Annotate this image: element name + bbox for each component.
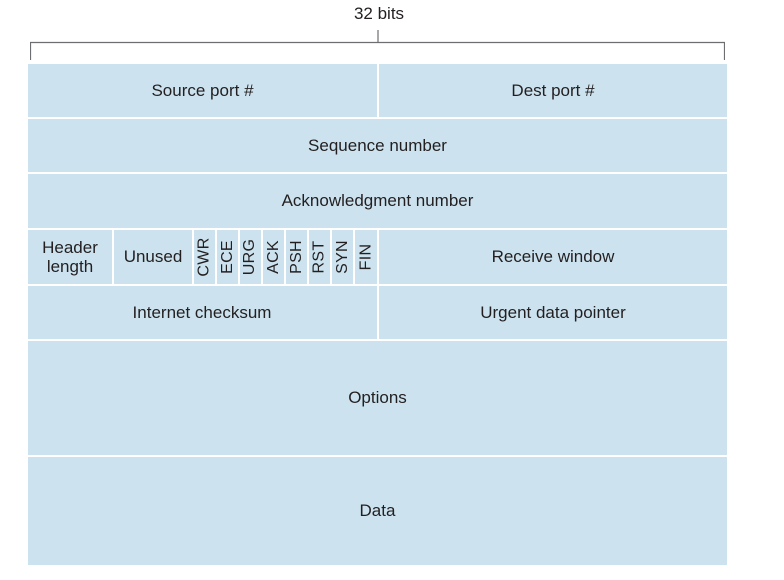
urgent-data-pointer-label: Urgent data pointer	[480, 302, 626, 322]
flag-fin-label: FIN	[357, 243, 374, 271]
flag-urg-label: URG	[241, 238, 259, 276]
options-field: Options	[28, 341, 727, 455]
unused-label: Unused	[123, 247, 183, 266]
width-label: 32 bits	[353, 4, 405, 23]
flag-syn-label: SYN	[333, 240, 351, 274]
receive-window-field: Receive window	[379, 230, 727, 284]
urgent-data-pointer-field: Urgent data pointer	[379, 286, 727, 339]
acknowledgment-number-field: Acknowledgment number	[28, 174, 727, 228]
options-label: Options	[348, 388, 407, 407]
width-bracket	[30, 30, 725, 60]
internet-checksum-label: Internet checksum	[132, 302, 272, 322]
source-port-field: Source port #	[28, 64, 377, 117]
data-field: Data	[28, 457, 727, 565]
acknowledgment-number-label: Acknowledgment number	[281, 191, 474, 210]
sequence-number-field: Sequence number	[28, 119, 727, 172]
flag-psh-label: PSH	[287, 240, 305, 274]
internet-checksum-field: Internet checksum	[28, 286, 377, 339]
header-length-field: Header length	[28, 230, 112, 284]
unused-field: Unused	[114, 230, 192, 284]
flag-rst: RST	[309, 230, 330, 284]
flag-cwr-label: CWR	[195, 237, 213, 277]
data-label: Data	[359, 501, 396, 520]
flag-ack-label: ACK	[264, 240, 282, 274]
header-length-label-line2: length	[46, 257, 94, 276]
flag-ece: ECE	[217, 230, 238, 284]
flag-cwr: CWR	[194, 230, 215, 284]
flag-urg: URG	[240, 230, 261, 284]
flag-syn: SYN	[332, 230, 353, 284]
flag-rst-label: RST	[310, 240, 328, 274]
flag-fin: FIN	[355, 230, 377, 284]
flag-ack: ACK	[263, 230, 284, 284]
flag-ece-label: ECE	[218, 240, 236, 274]
dest-port-label: Dest port #	[511, 80, 595, 100]
dest-port-field: Dest port #	[379, 64, 727, 117]
receive-window-label: Receive window	[491, 247, 615, 266]
sequence-number-label: Sequence number	[308, 135, 447, 155]
header-length-label-line1: Header	[42, 238, 98, 257]
flag-psh: PSH	[286, 230, 307, 284]
source-port-label: Source port #	[151, 80, 254, 100]
